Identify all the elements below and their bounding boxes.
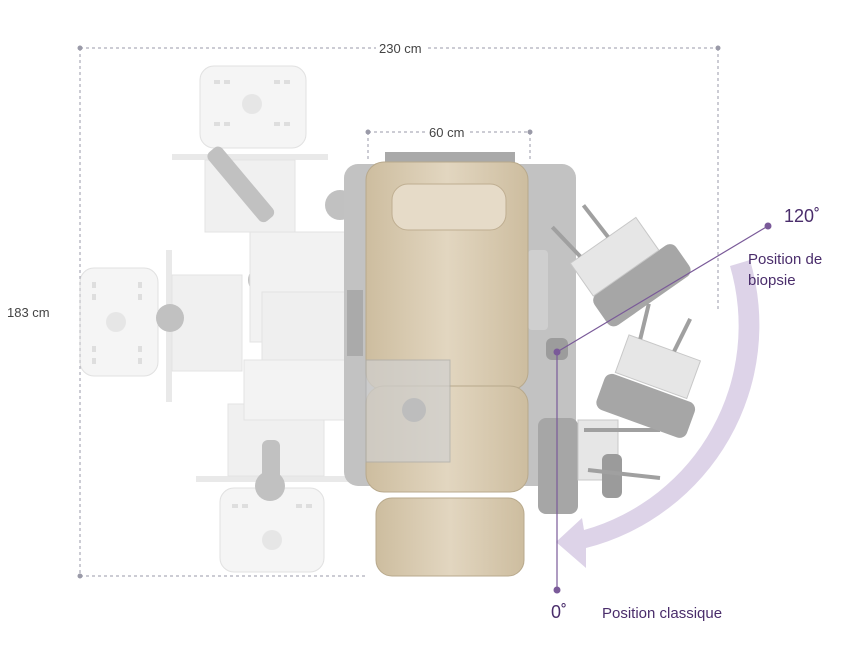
leg-rest-0-degree xyxy=(538,418,661,514)
angle-indicator xyxy=(556,225,769,590)
dimension-endpoints xyxy=(77,45,721,579)
classic-position-label: Position classique xyxy=(602,605,723,622)
angle-endpoints xyxy=(553,222,772,594)
leg-rest-intermediate xyxy=(596,303,702,438)
leg-rest-biopsy xyxy=(550,204,691,327)
console-panels-middle xyxy=(243,231,361,421)
classic-angle-label: 0˚ xyxy=(551,602,568,622)
biopsy-position-line2: biopsie xyxy=(748,272,796,289)
biopsy-position-line1: Position de xyxy=(748,251,823,268)
total-depth-label: 183 cm xyxy=(7,305,50,320)
rotation-arrow xyxy=(556,260,760,568)
biopsy-angle-label: 120˚ xyxy=(784,206,821,226)
total-width-label: 230 cm xyxy=(376,41,425,56)
ultrasound-console-ghosts xyxy=(79,65,361,573)
chair-seat xyxy=(365,161,529,577)
biopsy-position-label: Position de biopsie xyxy=(748,249,822,291)
seat-width-label: 60 cm xyxy=(426,125,468,140)
console-left xyxy=(79,250,243,402)
